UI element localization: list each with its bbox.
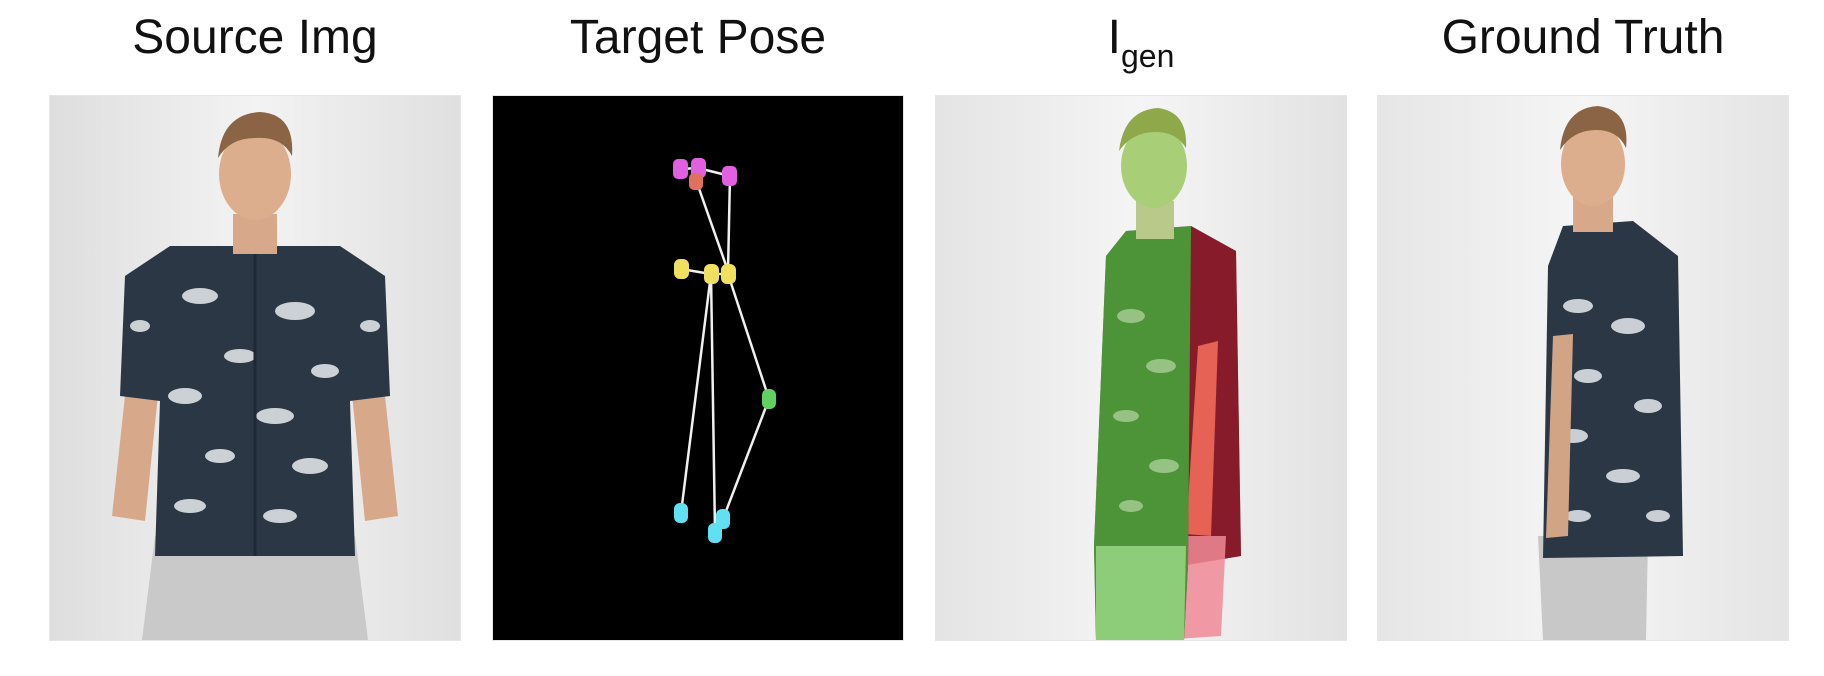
generated-image: [936, 96, 1346, 640]
pose-skeleton: [493, 96, 903, 640]
panel-target-pose: Target Pose: [493, 0, 903, 676]
panel-igen: Igen: [936, 0, 1346, 676]
source-person-illustration: [50, 96, 460, 640]
source-image: [50, 96, 460, 640]
target-pose-map: [493, 96, 903, 640]
igen-title-main: I: [1107, 11, 1121, 64]
panel-source-img: Source Img: [50, 0, 460, 676]
panel-title-igen: Igen: [936, 8, 1346, 72]
ground-truth-image: [1378, 96, 1788, 640]
panel-title-ground-truth: Ground Truth: [1441, 11, 1725, 64]
keypoint-ear-left: [722, 166, 737, 186]
keypoint-shoulder-left: [721, 264, 736, 284]
panel-title-source: Source Img: [132, 11, 378, 64]
keypoint-neck: [704, 264, 719, 284]
keypoint-ear-right: [673, 159, 688, 179]
keypoint-wrist-right: [674, 503, 688, 523]
ground-truth-person-illustration: [1378, 96, 1788, 640]
panel-title-target-pose: Target Pose: [569, 11, 827, 64]
igen-title-sub: gen: [1120, 38, 1175, 74]
keypoint-shoulder-right: [674, 259, 689, 279]
panel-ground-truth: Ground Truth: [1378, 0, 1788, 676]
keypoint-wrist-left: [716, 509, 730, 529]
keypoint-elbow: [762, 389, 776, 409]
keypoints: [673, 158, 776, 543]
keypoint-nose: [689, 173, 703, 190]
keypoint-hand: [708, 523, 722, 543]
generated-person-illustration: [936, 96, 1346, 640]
